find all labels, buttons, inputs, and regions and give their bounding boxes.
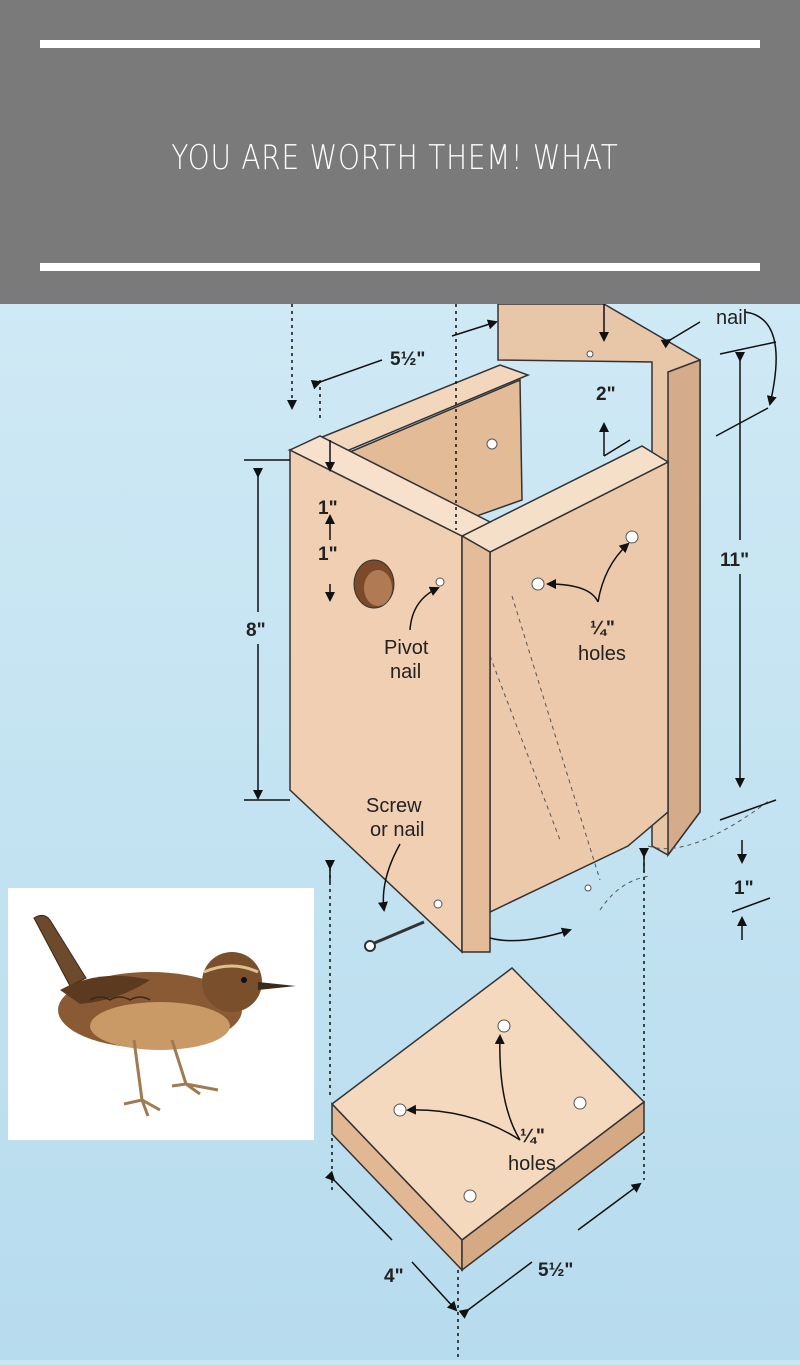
- title-banner: YOU ARE WORTH THEM! WHAT: [0, 0, 800, 304]
- birdhouse-diagram: nail 5½" 2" 1" 1" 8" 11" Pivot nail ¼" h…: [0, 303, 800, 1360]
- dimension-lines: [244, 304, 777, 1096]
- wren-bird-illustration: [8, 888, 314, 1140]
- label-pivot-line2: nail: [390, 661, 421, 683]
- label-width-top: 5½": [390, 349, 425, 370]
- label-floor-holes-word: holes: [508, 1153, 556, 1175]
- label-holes-side-size: ¼": [590, 618, 615, 639]
- banner-top-rule: [40, 40, 760, 48]
- label-height-8: 8": [246, 620, 266, 641]
- floor-board: [330, 967, 646, 1272]
- diagram-canvas: nail 5½" 2" 1" 1" 8" 11" Pivot nail ¼" h…: [0, 303, 800, 1360]
- front-panel: [288, 435, 492, 954]
- label-screw-line2: or nail: [370, 819, 424, 841]
- label-holes-side-word: holes: [578, 643, 626, 665]
- label-nail-top: nail: [716, 307, 747, 329]
- label-bottom-1: 1": [734, 878, 754, 899]
- label-pivot-line1: Pivot: [384, 637, 429, 659]
- label-floor-width: 5½": [538, 1260, 573, 1281]
- side-panel: [460, 445, 771, 914]
- label-floor-holes-size: ¼": [520, 1126, 545, 1147]
- screw-icon: [364, 920, 425, 952]
- label-gap-2: 2": [596, 384, 616, 405]
- label-height-11: 11": [720, 550, 749, 571]
- banner-caption: YOU ARE WORTH THEM! WHAT: [171, 138, 619, 178]
- label-screw-line1: Screw: [366, 795, 422, 817]
- label-floor-4: 4": [384, 1266, 404, 1287]
- banner-bottom-rule: [40, 263, 760, 271]
- label-front-1b: 1": [318, 544, 338, 565]
- label-front-1a: 1": [318, 498, 338, 519]
- floor-dimension-lines: [324, 1034, 645, 1358]
